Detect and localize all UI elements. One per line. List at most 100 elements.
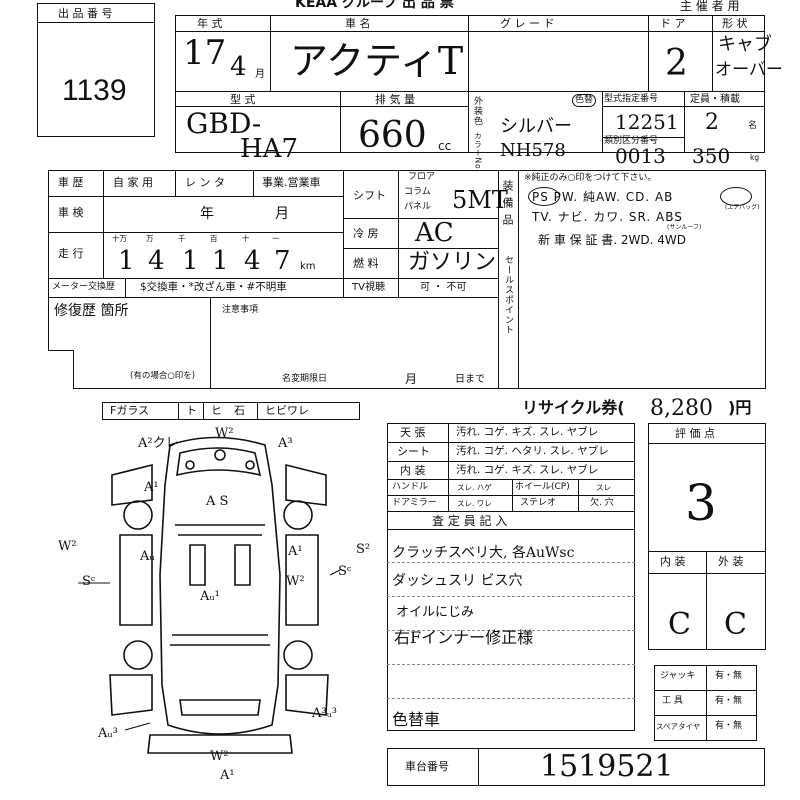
chassis-box [387, 748, 765, 786]
score-box [648, 423, 766, 650]
displacement-unit: cc [438, 139, 452, 153]
tools-label: 工 具 [662, 696, 683, 706]
load-unit: kg [750, 153, 760, 162]
tools-box [654, 665, 757, 741]
condition-table [387, 423, 635, 731]
equipment-note: ※純正のみ○印をつけて下さい。 [524, 173, 657, 183]
grade-label: グ レ ー ド [500, 17, 555, 30]
color-value: シルバー [500, 116, 572, 137]
glass-box [102, 402, 360, 420]
diagram-mark-w2-rear: W² [210, 749, 229, 764]
equipment-row-1: PS PW. 純AW. CD. AB [532, 190, 674, 204]
type-designation-label: 型式指定番号 [604, 94, 659, 104]
wheel-options: スレ [596, 483, 611, 492]
seat-label: シート [397, 445, 430, 458]
diagram-mark-w2-right: W² [286, 574, 305, 589]
interior-label: 内 装 [400, 464, 426, 477]
history-option-business: 事業.営業車 [262, 176, 321, 189]
stereo-options: 欠. 穴 [590, 498, 614, 508]
lot-number-value: 1139 [62, 74, 127, 107]
inspector-label: 査 定 員 記 入 [432, 514, 508, 528]
mileage-unit-10: 十 [242, 234, 250, 243]
diagram-mark-sc-left: Sᶜ [82, 574, 96, 589]
shift-value: 5MT [452, 186, 508, 214]
ceiling-options: 汚れ. コゲ. キズ. スレ. ヤブレ [456, 426, 599, 438]
tv-label: TV視聴 [352, 282, 385, 293]
color-code-value: NH578 [500, 140, 566, 161]
glass-label: Fガラス [110, 404, 150, 417]
history-option-private: 自 家 用 [113, 176, 153, 189]
mileage-label: 走 行 [58, 247, 84, 260]
model-value-2: HA7 [240, 134, 298, 164]
fuel-label: 燃 料 [353, 257, 379, 270]
recycle-suffix: )円 [728, 398, 752, 417]
model-value-1: GBD- [186, 107, 262, 140]
load-value: 350 [692, 144, 731, 168]
exterior-score-value: C [724, 607, 747, 642]
deadline-label: 名変期限日 [282, 374, 328, 384]
history-label: 車 歴 [58, 176, 84, 189]
chassis-label: 車台番号 [405, 760, 449, 773]
spare-tire-label: スペアタイヤ [656, 722, 701, 731]
interior-score-value: C [668, 607, 691, 642]
spare-tire-value: 有・無 [715, 721, 743, 731]
ceiling-label: 天 張 [400, 426, 426, 439]
shaken-month: 月 [275, 206, 289, 222]
lot-number-label: 出 品 番 号 [58, 7, 113, 20]
tools-value: 有・無 [715, 696, 743, 706]
equipment-label: 装備品 [501, 180, 514, 231]
ps-circle [528, 187, 560, 206]
history-grid [48, 170, 766, 389]
diagram-mark-a2: A²クレ [137, 436, 179, 451]
vehicle-info-grid [175, 15, 765, 153]
mileage-digit: 1 [212, 246, 229, 276]
seat-options: 汚れ. コゲ. ヘタリ. スレ. ヤブレ [456, 445, 609, 457]
fuel-value: ガソリン [408, 250, 497, 275]
mileage-unit-1k: 千 [178, 234, 186, 243]
recycle-label: リサイクル券( [522, 398, 625, 417]
glass-option-crack: ヒビワレ [265, 404, 309, 417]
diagram-mark-a3: A³ [277, 436, 293, 451]
body-value-1: キャブ [718, 34, 772, 55]
month-value: 4 [230, 52, 247, 82]
caution-label: 注意事項 [222, 305, 259, 315]
vehicle-name-label: 車 名 [345, 17, 371, 30]
color-changed-mark: 色替 [572, 94, 597, 107]
jack-value: 有・無 [715, 671, 743, 681]
stereo-label: ステレオ [520, 498, 557, 508]
diagram-mark-s2: S² [356, 542, 370, 557]
history-option-rental: レ ン タ [185, 176, 225, 189]
mileage-unit-10k: 万 [146, 234, 154, 243]
interior-options: 汚れ. コゲ. キズ. スレ. ヤブレ [456, 464, 599, 476]
inspector-line: 色替車 [392, 710, 441, 729]
mileage-digit: 1 [182, 246, 199, 276]
inspector-line: ダッシュスリ ビス穴 [392, 573, 523, 589]
glass-option-to: ト [186, 404, 197, 417]
mileage-unit-100: 百 [210, 234, 218, 243]
meter-label: メーター交換歴 [52, 282, 116, 292]
body-value-2: オーバー [715, 60, 783, 80]
shift-option-panel: パネル [404, 202, 432, 212]
displacement-value: 660 [358, 115, 427, 156]
door-value: 2 [665, 43, 688, 84]
sales-point-label: セールスポイント [503, 255, 513, 335]
mirror-label: ドアミラー [392, 498, 437, 508]
airbag-note: (エアバッグ) [725, 204, 760, 211]
diagram-mark-au3-left: Aᵤ³ [97, 726, 118, 741]
diagram-mark-as: A S [205, 494, 228, 509]
capacity-label: 定員・積載 [690, 94, 740, 105]
year-value: 17 [183, 33, 227, 73]
mileage-unit: km [300, 261, 316, 272]
shift-option-floor: フロア [408, 172, 436, 182]
recycle-value: 8,280 [650, 396, 713, 421]
capacity-unit: 名 [748, 121, 758, 131]
interior-score-label: 内 装 [660, 555, 686, 568]
meter-options: $交換車・*改ざん車・#不明車 [140, 281, 287, 293]
repair-box-edge [48, 350, 74, 389]
inspector-line: オイルにじみ [396, 605, 475, 620]
diagram-mark-w2-left: W² [58, 539, 77, 554]
equipment-row-3: 新 車 保 証 書. 2WD. 4WD [538, 233, 686, 247]
handle-label: ハンドル [392, 482, 429, 492]
shaken-year: 年 [200, 206, 214, 222]
mileage-unit-1: 一 [272, 234, 280, 243]
